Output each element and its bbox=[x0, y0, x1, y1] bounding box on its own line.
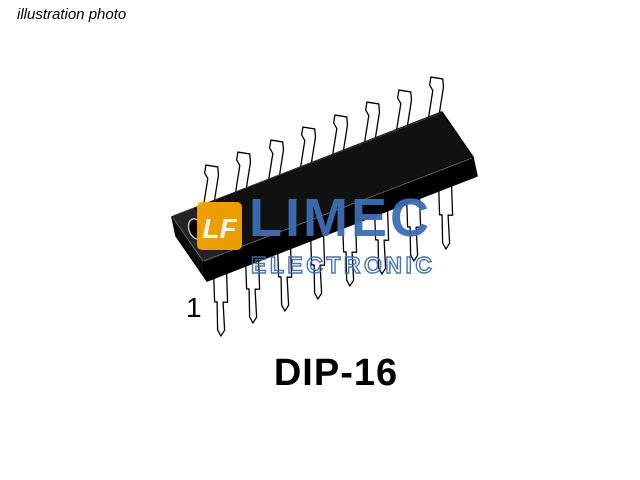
ic-pin-1 bbox=[210, 272, 230, 337]
watermark: LF LIMEC ELECTRONIC bbox=[197, 188, 436, 279]
watermark-subtitle-text: ELECTRONIC bbox=[251, 252, 436, 278]
edge-highlight-far bbox=[172, 112, 442, 217]
edge-highlight-near bbox=[203, 157, 473, 262]
watermark-brand-text: LIMEC bbox=[249, 188, 432, 248]
edge-highlight-left bbox=[172, 217, 204, 262]
caption-illustration-photo: illustration photo bbox=[17, 6, 127, 23]
pin1-number-label: 1 bbox=[186, 292, 202, 323]
package-name-label: DIP-16 bbox=[273, 352, 399, 394]
ic-pin bbox=[435, 185, 455, 250]
limec-logo-icon bbox=[197, 202, 242, 250]
limec-logo-monogram: LF bbox=[202, 213, 237, 244]
